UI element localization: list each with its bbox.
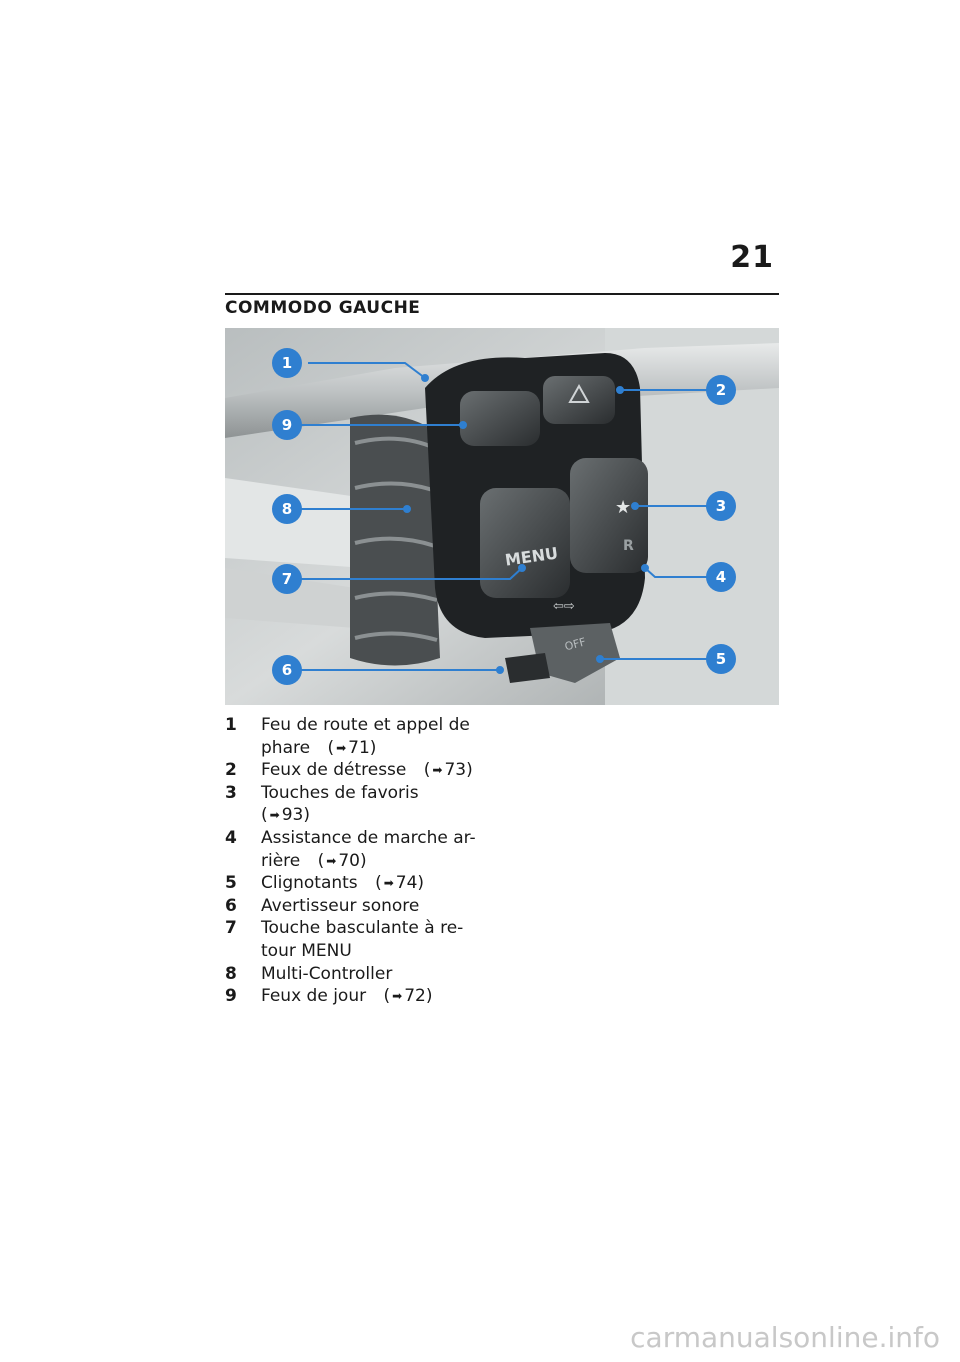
legend-item: 5 Clignotants (➡74) <box>225 872 525 895</box>
favorites-button <box>570 458 648 573</box>
callout-6: 6 <box>272 655 302 685</box>
legend-text: Feu de route et appel de phare (➡71) <box>261 715 470 758</box>
svg-text:3: 3 <box>716 497 726 515</box>
legend-list: 1 Feu de route et appel de phare (➡71) 2… <box>225 714 525 1008</box>
legend-item: 6 Avertisseur sonore <box>225 895 525 918</box>
page-reference[interactable]: (➡74) <box>375 873 425 894</box>
handlebar-illustration: ★ R MENU ⇦⇨ OFF 1 9 8 7 6 2 3 4 5 <box>225 328 779 705</box>
legend-number: 2 <box>225 760 237 781</box>
legend-number: 4 <box>225 827 237 848</box>
legend-number: 7 <box>225 918 237 939</box>
horn-button <box>505 653 550 683</box>
legend-item: 7 Touche basculante à re- tour MENU <box>225 917 525 962</box>
callout-8: 8 <box>272 494 302 524</box>
reference-arrow-icon: ➡ <box>336 740 347 755</box>
svg-text:8: 8 <box>282 500 292 518</box>
headlight-button <box>460 391 540 446</box>
reference-arrow-icon: ➡ <box>383 876 394 891</box>
page-reference[interactable]: (➡71) <box>327 737 377 758</box>
legend-number: 3 <box>225 782 237 803</box>
legend-text: Clignotants (➡74) <box>261 873 425 894</box>
legend-number: 6 <box>225 895 237 916</box>
leader-4 <box>644 567 708 578</box>
svg-text:9: 9 <box>282 416 292 434</box>
legend-number: 9 <box>225 986 237 1007</box>
legend-text: Touche basculante à re- tour MENU <box>261 918 464 961</box>
callout-9: 9 <box>272 410 302 440</box>
page-reference[interactable]: (➡73) <box>423 760 473 781</box>
page-reference[interactable]: (➡70) <box>317 850 367 871</box>
callout-7: 7 <box>272 564 302 594</box>
off-label: OFF <box>563 635 587 653</box>
leader-7 <box>298 567 523 580</box>
header-rule <box>225 293 779 295</box>
reference-arrow-icon: ➡ <box>269 808 280 823</box>
handlebar-photo: ★ R MENU ⇦⇨ OFF 1 9 8 7 6 2 3 4 5 <box>225 328 779 705</box>
svg-text:2: 2 <box>716 381 726 399</box>
turn-signal-switch <box>530 623 620 683</box>
legend-text: Feux de jour (➡72) <box>261 986 433 1007</box>
svg-text:6: 6 <box>282 661 292 679</box>
page-reference[interactable]: (➡72) <box>383 986 433 1007</box>
reference-arrow-icon: ➡ <box>432 763 443 778</box>
legend-text: Touches de favoris (➡93) <box>261 782 419 826</box>
hazard-button <box>543 376 615 424</box>
page-number: 21 <box>730 240 774 275</box>
section-title: COMMODO GAUCHE <box>225 298 421 318</box>
legend-item: 3 Touches de favoris (➡93) <box>225 782 525 827</box>
favorites-star: ★ <box>615 497 631 518</box>
legend-text: Assistance de marche ar- rière (➡70) <box>261 827 476 871</box>
legend-number: 5 <box>225 873 237 894</box>
page-reference[interactable]: (➡93) <box>261 805 310 826</box>
svg-text:7: 7 <box>282 570 292 588</box>
legend-text: Feux de détresse (➡73) <box>261 760 473 781</box>
legend-item: 1 Feu de route et appel de phare (➡71) <box>225 714 525 759</box>
legend-item: 8 Multi-Controller <box>225 963 525 986</box>
callout-5: 5 <box>706 644 736 674</box>
legend-text: Multi-Controller <box>261 963 393 984</box>
callout-1: 1 <box>272 348 302 378</box>
legend-number: 8 <box>225 963 237 984</box>
menu-rocker-button <box>480 488 570 598</box>
callout-4: 4 <box>706 562 736 592</box>
reference-arrow-icon: ➡ <box>392 989 403 1004</box>
svg-text:4: 4 <box>716 568 726 586</box>
legend-item: 4 Assistance de marche ar- rière (➡70) <box>225 827 525 872</box>
svg-text:⇦⇨: ⇦⇨ <box>553 599 575 614</box>
watermark: carmanualsonline.info <box>630 1321 940 1354</box>
leader-1 <box>308 362 426 379</box>
legend-item: 2 Feux de détresse (➡73) <box>225 759 525 782</box>
r-label: R <box>623 538 634 554</box>
legend-item: 9 Feux de jour (➡72) <box>225 985 525 1008</box>
legend-text: Avertisseur sonore <box>261 895 420 916</box>
legend-number: 1 <box>225 715 237 735</box>
svg-text:5: 5 <box>716 650 726 668</box>
callout-3: 3 <box>706 491 736 521</box>
reference-arrow-icon: ➡ <box>326 853 337 868</box>
callout-2: 2 <box>706 375 736 405</box>
svg-text:1: 1 <box>282 354 292 372</box>
